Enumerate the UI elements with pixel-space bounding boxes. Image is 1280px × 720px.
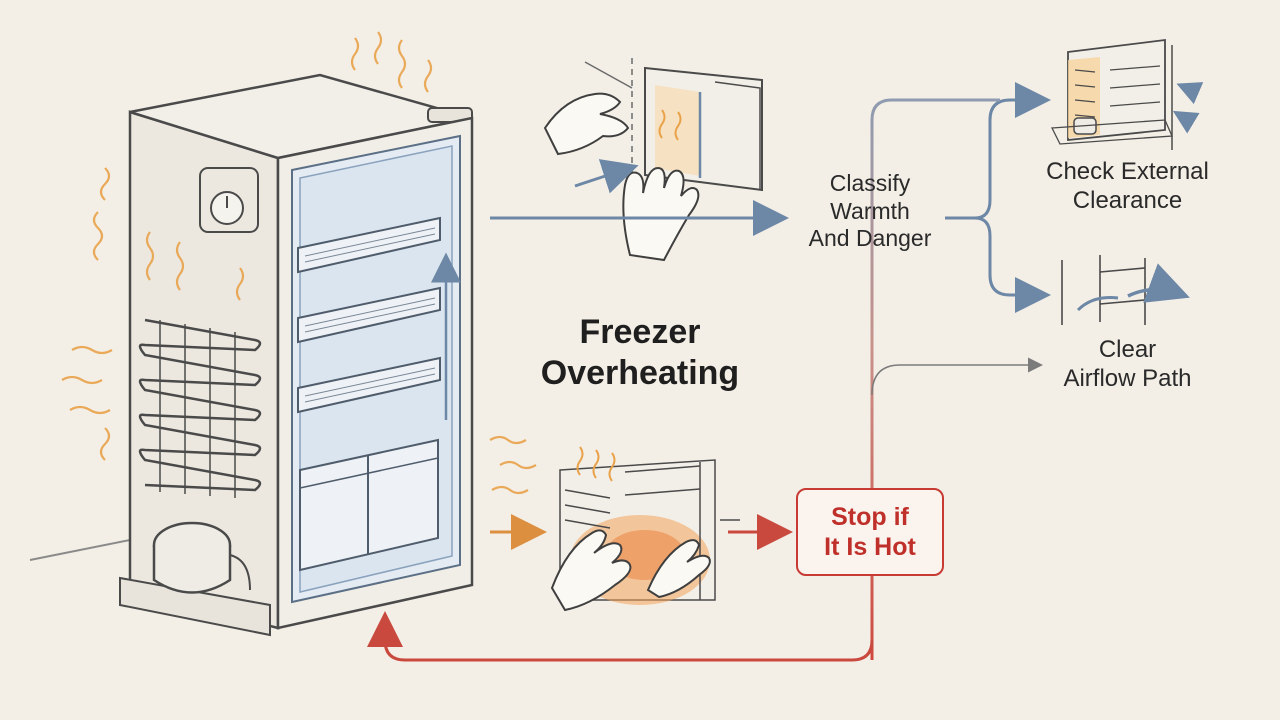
- airflow-line-2: Airflow Path: [1063, 364, 1192, 392]
- freezer-icon: [29, 31, 537, 637]
- node-check-clearance: Check External Clearance: [1020, 158, 1235, 216]
- airflow-icon: [1061, 255, 1190, 325]
- stop-line-2: It Is Hot: [824, 533, 916, 561]
- classify-line-2: Warmth: [830, 197, 910, 224]
- airflow-line-1: Clear: [1098, 336, 1157, 363]
- classify-line-3: And Danger: [808, 225, 932, 252]
- node-clear-airflow: Clear Airflow Path: [1030, 336, 1225, 394]
- hand-touch-coils-icon: [550, 446, 740, 612]
- check-line-1: Check External: [1046, 158, 1209, 185]
- check-line-2: Clearance: [1072, 186, 1183, 214]
- page-title: Freezer Overheating: [500, 312, 780, 394]
- node-classify-warmth: Classify Warmth And Danger: [790, 170, 950, 253]
- title-line-1: Freezer: [579, 313, 701, 351]
- hand-touch-side-icon: [543, 58, 763, 262]
- classify-line-1: Classify: [829, 170, 911, 196]
- stop-line-1: Stop if: [831, 503, 909, 531]
- flow-arrows: [367, 82, 1051, 662]
- node-stop-if-hot: Stop if It Is Hot: [796, 488, 944, 576]
- title-line-2: Overheating: [540, 353, 740, 392]
- wall-clearance-icon: [1050, 38, 1204, 150]
